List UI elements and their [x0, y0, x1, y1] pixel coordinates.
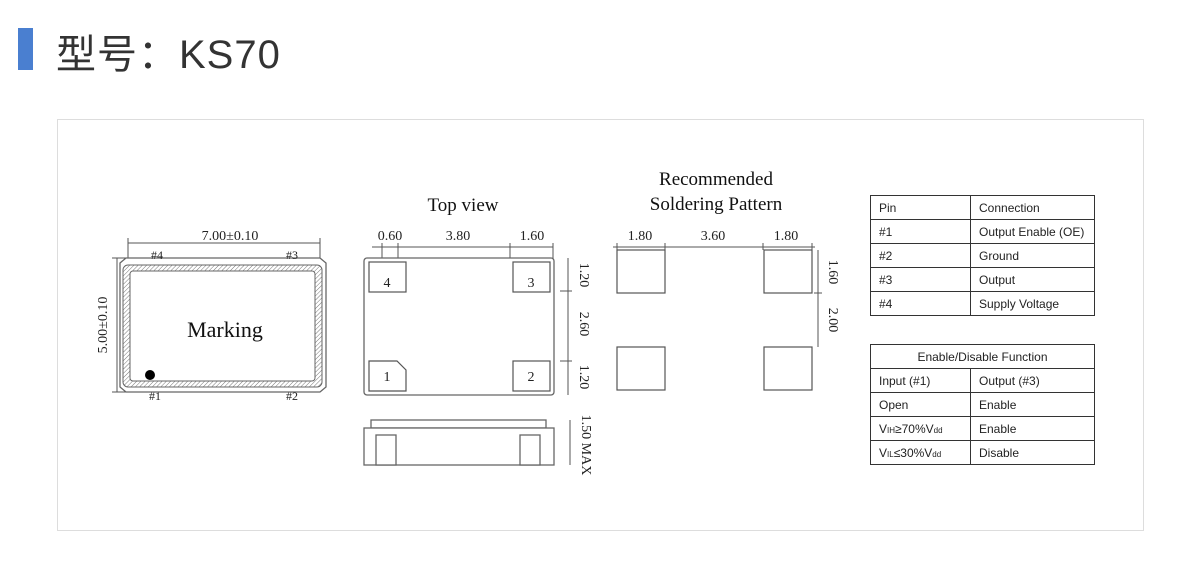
table-row: VIL≤30%Vdd Disable — [870, 440, 1095, 465]
label: Output (#3) — [970, 368, 1095, 393]
label: 2.00 — [825, 308, 840, 333]
label: #3 — [870, 267, 971, 292]
package-outline-view: 7.00±0.10 5.00±0.10 Marking #1 #2 #3 #4 — [96, 229, 327, 403]
label: 1.50 MAX — [578, 415, 593, 476]
label: 2.60 — [576, 312, 591, 337]
label: Disable — [970, 440, 1095, 465]
marking-label: Marking — [187, 317, 263, 342]
label: 4 — [384, 276, 391, 291]
label: Recommended — [659, 169, 773, 190]
label: 1.60 — [520, 229, 545, 244]
label: #4 — [870, 291, 971, 316]
label: ≤30%V — [893, 445, 933, 460]
label: Enable/Disable Function — [870, 344, 1095, 369]
label: 3.60 — [701, 229, 726, 244]
label: 1.20 — [576, 365, 591, 390]
label: #3 — [286, 248, 298, 262]
label: 1.80 — [774, 229, 799, 244]
table-row: VIH≥70%Vdd Enable — [870, 416, 1095, 441]
label: Supply Voltage — [970, 291, 1095, 316]
label: 1.20 — [576, 263, 591, 288]
table-title-row: Enable/Disable Function — [870, 344, 1095, 369]
label: #1 — [149, 389, 161, 403]
label: dd — [933, 425, 943, 435]
label: Output — [970, 267, 1095, 292]
table-header-row: Input (#1)Output (#3) — [870, 368, 1095, 393]
label: #1 — [870, 219, 971, 244]
height-dimension: 5.00±0.10 — [96, 297, 111, 354]
label: Ground — [970, 243, 1095, 268]
label: IL — [887, 449, 894, 459]
label: #4 — [151, 248, 163, 262]
label: Soldering Pattern — [650, 194, 783, 215]
side-view: 1.50 MAX — [363, 415, 593, 476]
label: V — [879, 421, 888, 436]
label: dd — [932, 449, 942, 459]
label: Output Enable (OE) — [970, 219, 1095, 244]
label: Input (#1) — [870, 368, 971, 393]
label: 1.60 — [825, 260, 840, 285]
label: Enable — [970, 416, 1095, 441]
label: 0.60 — [378, 229, 403, 244]
page-title: 型号：KS70 — [56, 33, 281, 77]
label: Pin — [870, 195, 971, 220]
diagram-panel — [57, 119, 1144, 531]
pin1-indicator-dot — [145, 370, 155, 380]
label: Open — [870, 392, 971, 417]
label: Enable — [970, 392, 1095, 417]
label: 3 — [528, 276, 535, 291]
label: #2 — [870, 243, 971, 268]
title-accent-bar — [18, 28, 33, 70]
label: 1.80 — [628, 229, 653, 244]
width-dimension: 7.00±0.10 — [202, 229, 259, 244]
top-view-title: Top view — [428, 195, 499, 216]
label: 3.80 — [446, 229, 471, 244]
top-view: Top view 0.60 3.80 1.60 4 3 1 2 1.20 2.6… — [363, 195, 591, 396]
label: #2 — [286, 389, 298, 403]
soldering-pattern: Recommended Soldering Pattern 1.80 3.60 … — [613, 169, 840, 391]
label: V — [879, 445, 888, 460]
label: 1 — [384, 370, 391, 385]
label: ≥70%V — [895, 421, 934, 436]
label: 2 — [528, 370, 535, 385]
enable-disable-table: Enable/Disable Function Input (#1)Output… — [870, 344, 1095, 465]
label: IH — [887, 425, 896, 435]
label: Connection — [970, 195, 1095, 220]
